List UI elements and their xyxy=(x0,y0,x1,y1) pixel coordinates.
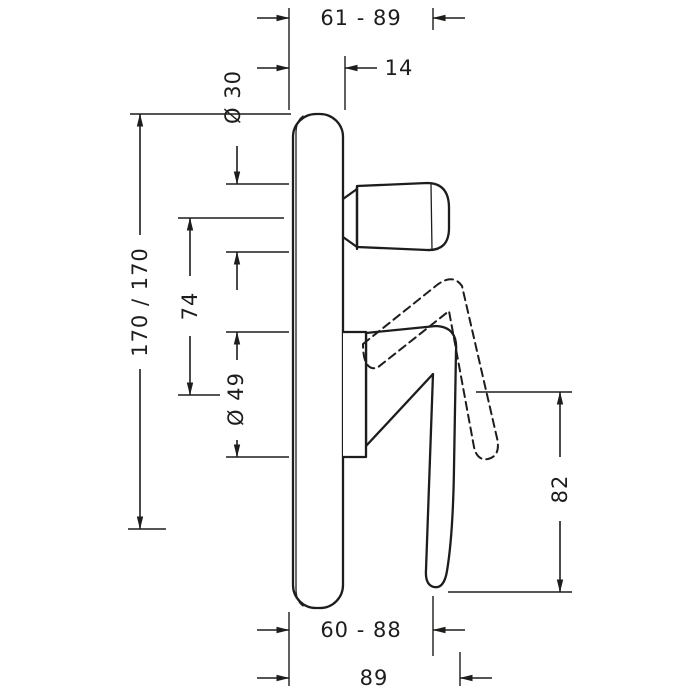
handle-end-cap-line xyxy=(430,183,433,251)
handle-neck xyxy=(341,187,359,249)
dim-label-connector-diameter: Ø 49 xyxy=(224,372,248,426)
dim-label-bottom-total: 89 xyxy=(360,666,389,690)
plate-edge-contour xyxy=(295,115,304,607)
mixer-body-group xyxy=(291,112,499,610)
mask-axis-spacing xyxy=(177,276,203,336)
mask-plate-height xyxy=(127,235,153,369)
dim-label-handle-diameter: Ø 30 xyxy=(221,70,245,124)
lever-handle-dashed-position xyxy=(362,278,499,461)
extension-lines-path xyxy=(128,8,572,686)
mask-lever-projection xyxy=(547,457,573,521)
dim-label-plate-height: 170 / 170 xyxy=(128,247,152,357)
dimension-labels: 61 - 89 14 Ø 30 170 / 170 74 Ø 49 82 60 … xyxy=(128,6,572,690)
mask-connector-diameter xyxy=(224,360,250,440)
round-handle-knob xyxy=(355,181,451,252)
dim-label-lever-projection: 82 xyxy=(548,475,572,504)
dimension-text-masks xyxy=(127,235,573,521)
dim-label-top-span: 61 - 89 xyxy=(320,6,401,30)
dim-label-axis-spacing: 74 xyxy=(178,292,202,321)
lever-handle-solid xyxy=(364,324,458,589)
escutcheon-plate-outline xyxy=(291,112,345,610)
dim-label-top-depth: 14 xyxy=(385,56,414,80)
extension-lines xyxy=(128,8,572,686)
dim-label-bottom-span: 60 - 88 xyxy=(320,618,401,642)
cartridge-housing xyxy=(341,330,368,459)
